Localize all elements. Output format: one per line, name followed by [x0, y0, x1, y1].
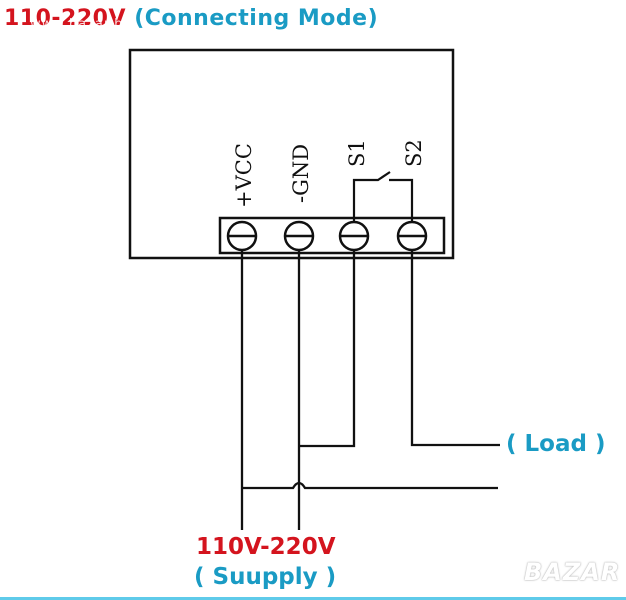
supply-voltage-label: 110V-220V	[196, 534, 336, 560]
load-label: ( Load )	[506, 431, 606, 457]
terminal-s1	[338, 220, 370, 252]
terminal-vcc	[226, 220, 258, 252]
diagram-title: 110-220V (Connecting Mode)	[4, 6, 378, 31]
label-vcc: +VCC	[232, 143, 256, 208]
bazar-logo: BAZAR	[524, 558, 621, 586]
supply-label: ( Suupply )	[194, 564, 337, 590]
label-s2: S2	[402, 139, 426, 167]
title-voltage: 110-220V	[4, 6, 127, 31]
wire-s1	[299, 250, 356, 448]
terminal-s2	[396, 220, 428, 252]
wires	[240, 250, 500, 530]
relay-switch-icon	[352, 171, 414, 222]
accent-bar	[0, 597, 626, 600]
label-s1: S1	[345, 139, 369, 167]
wire-vcc-load	[242, 481, 498, 490]
label-gnd: -GND	[289, 144, 313, 203]
wire-s2-load	[410, 250, 500, 447]
watermark-text: www.bazar.bg	[30, 17, 133, 32]
terminal-gnd	[283, 220, 315, 252]
title-mode: (Connecting Mode)	[134, 6, 379, 31]
module-box	[128, 48, 455, 260]
